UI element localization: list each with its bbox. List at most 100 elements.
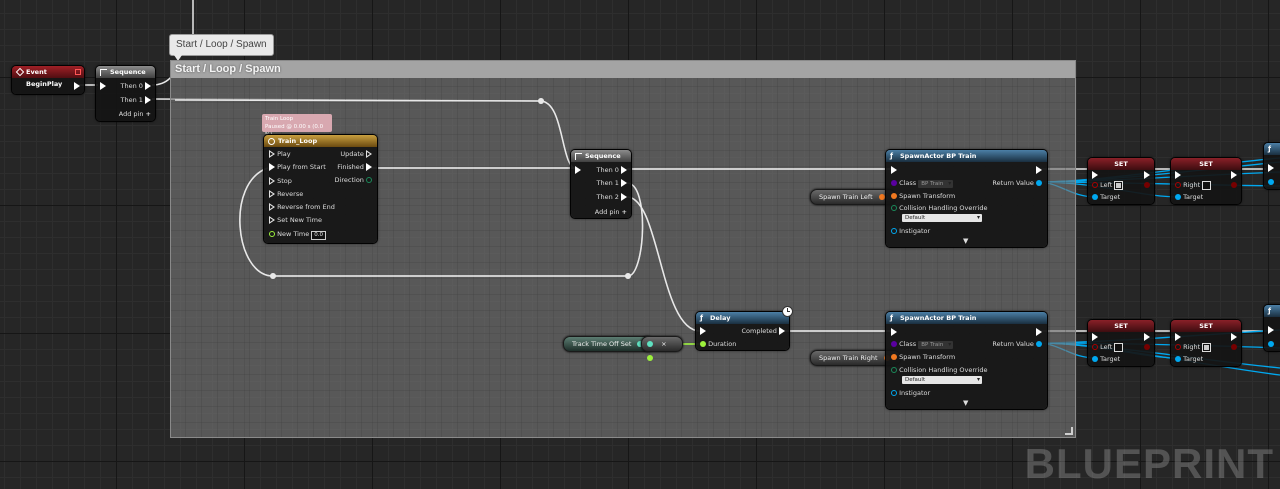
offscreen-node-bottom[interactable]: ƒ [1264, 305, 1280, 351]
enum-pin-icon[interactable] [366, 177, 372, 183]
exec-pin-icon[interactable] [269, 150, 275, 158]
exec-pin-icon[interactable] [366, 150, 372, 158]
expand-arrow-icon[interactable]: ▼ [963, 237, 969, 245]
exec-pin-icon[interactable] [100, 82, 106, 90]
set-target-pin[interactable]: Target [1092, 192, 1120, 202]
spawn-bottom-class[interactable]: Class BP Train [891, 339, 954, 349]
float-pin-icon[interactable] [647, 341, 653, 347]
exec-pin-icon[interactable] [575, 166, 581, 174]
exec-pin-icon[interactable] [891, 166, 897, 174]
exec-pin-icon[interactable] [1092, 171, 1098, 179]
exec-pin-icon[interactable] [269, 190, 275, 198]
bool-pin-icon[interactable] [1144, 344, 1150, 350]
track-time-offset-var[interactable]: Track Time Off Set [563, 336, 655, 352]
set-header[interactable]: SET [1171, 158, 1241, 170]
timeline-play[interactable]: Play [269, 149, 291, 159]
object-pin-icon[interactable] [891, 390, 897, 396]
transform-pin-icon[interactable] [891, 193, 897, 199]
sequence-mid-then1[interactable]: Then 1 [597, 178, 627, 188]
multiply-node[interactable]: × [641, 336, 683, 361]
set-var-pin[interactable]: Left [1092, 180, 1124, 190]
offscreen-header[interactable]: ƒ [1264, 305, 1280, 317]
sequence-top-then1[interactable]: Then 1 [121, 95, 151, 105]
set-left-top-node[interactable]: SET Left Target [1088, 158, 1154, 204]
timeline-header[interactable]: Train_Loop [264, 135, 377, 147]
comment-title[interactable]: Start / Loop / Spawn [171, 61, 1075, 78]
exec-pin-icon[interactable] [621, 193, 627, 201]
spawn-actor-bottom-node[interactable]: ƒ SpawnActor BP Train Class BP Train Ret… [886, 312, 1047, 409]
set-checkbox[interactable] [1114, 342, 1124, 352]
delay-node[interactable]: ƒ Delay Completed Duration [696, 312, 789, 350]
sequence-top-header[interactable]: Sequence [96, 66, 155, 78]
timeline-finished[interactable]: Finished [337, 162, 372, 172]
set-right-bottom-node[interactable]: SET Right Target [1171, 320, 1241, 366]
set-header[interactable]: SET [1171, 320, 1241, 332]
timeline-update[interactable]: Update [340, 149, 372, 159]
set-checkbox[interactable] [1114, 180, 1124, 190]
set-exec-out[interactable] [1144, 170, 1150, 180]
delay-exec-in[interactable] [700, 326, 706, 336]
spawn-top-exec-out[interactable] [1036, 165, 1042, 175]
exec-pin-icon[interactable] [74, 82, 80, 90]
bool-pin-icon[interactable] [1231, 344, 1237, 350]
set-exec-out[interactable] [1144, 332, 1150, 342]
collision-dropdown[interactable]: Default [902, 214, 982, 222]
set-exec-out[interactable] [1231, 332, 1237, 342]
exec-pin-icon[interactable] [1231, 333, 1237, 341]
event-beginplay-node[interactable]: Event BeginPlay [12, 66, 84, 94]
spawn-top-return-value[interactable]: Return Value [992, 178, 1042, 188]
timeline-play-from-start[interactable]: Play from Start [269, 162, 326, 172]
offscreen-exec-in[interactable] [1268, 163, 1274, 173]
class-dropdown[interactable]: BP Train [918, 180, 954, 188]
set-out-pin[interactable] [1144, 180, 1150, 190]
set-right-top-node[interactable]: SET Right Target [1171, 158, 1241, 204]
object-pin-icon[interactable] [1175, 356, 1181, 362]
timeline-reverse[interactable]: Reverse [269, 189, 303, 199]
object-pin-icon[interactable] [1036, 180, 1042, 186]
spawn-bottom-return-value[interactable]: Return Value [992, 339, 1042, 349]
exec-pin-icon[interactable] [1036, 328, 1042, 336]
exec-pin-icon[interactable] [891, 328, 897, 336]
spawn-train-left-var[interactable]: Spawn Train Left [810, 189, 896, 205]
exec-pin-icon[interactable] [621, 179, 627, 187]
float-pin-icon[interactable] [647, 355, 653, 361]
set-checkbox[interactable] [1202, 342, 1212, 352]
exec-pin-icon[interactable] [1175, 333, 1181, 341]
plus-icon[interactable]: + [145, 110, 151, 118]
bool-pin-icon[interactable] [1144, 182, 1150, 188]
set-checkbox[interactable] [1202, 180, 1212, 190]
spawn-top-collision-value[interactable]: Default [902, 212, 982, 222]
set-exec-in[interactable] [1175, 332, 1181, 342]
timeline-set-new-time[interactable]: Set New Time [269, 215, 322, 225]
sequence-mid-add-pin[interactable]: Add pin + [595, 207, 627, 217]
spawn-actor-top-header[interactable]: ƒ SpawnActor BP Train [886, 150, 1047, 162]
delay-header[interactable]: ƒ Delay [696, 312, 789, 324]
set-left-bottom-node[interactable]: SET Left Target [1088, 320, 1154, 366]
set-var-pin[interactable]: Right [1175, 180, 1212, 190]
offscreen-node-top[interactable]: ƒ [1264, 143, 1280, 189]
set-header[interactable]: SET [1088, 320, 1154, 332]
spawn-actor-top-node[interactable]: ƒ SpawnActor BP Train Class BP Train Ret… [886, 150, 1047, 247]
float-pin-icon[interactable] [700, 341, 706, 347]
class-dropdown[interactable]: BP Train [918, 341, 954, 349]
set-out-pin[interactable] [1144, 342, 1150, 352]
delay-completed[interactable]: Completed [741, 326, 785, 336]
set-exec-out[interactable] [1231, 170, 1237, 180]
transform-pin-icon[interactable] [891, 354, 897, 360]
spawn-top-exec-in[interactable] [891, 165, 897, 175]
beginplay-exec-out[interactable] [74, 81, 80, 91]
exec-pin-icon[interactable] [1144, 171, 1150, 179]
bool-pin-icon[interactable] [1231, 182, 1237, 188]
exec-pin-icon[interactable] [269, 163, 275, 171]
exec-pin-icon[interactable] [700, 327, 706, 335]
timeline-reverse-from-end[interactable]: Reverse from End [269, 202, 335, 212]
spawn-bottom-transform[interactable]: Spawn Transform [891, 352, 955, 362]
set-var-pin[interactable]: Right [1175, 342, 1212, 352]
spawn-bottom-exec-in[interactable] [891, 327, 897, 337]
set-target-pin[interactable]: Target [1175, 192, 1203, 202]
sequence-top-exec-in[interactable] [100, 81, 106, 91]
spawn-actor-bottom-header[interactable]: ƒ SpawnActor BP Train [886, 312, 1047, 324]
spawn-top-instigator[interactable]: Instigator [891, 226, 930, 236]
sequence-mid-exec-in[interactable] [575, 165, 581, 175]
